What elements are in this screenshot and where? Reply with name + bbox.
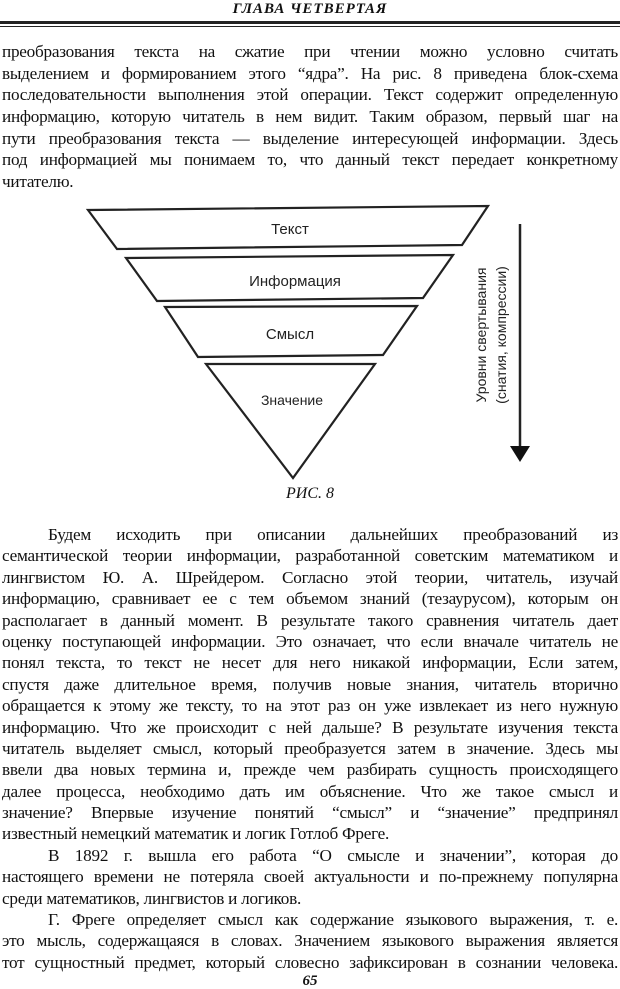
text-line: последовательности выполнения этой опера…: [2, 85, 618, 105]
text-line: тот сущностный предмет, который словесно…: [2, 952, 618, 972]
header-rule-thick: [0, 21, 620, 24]
page-number: 65: [302, 973, 318, 989]
arrow-down-icon: [510, 446, 530, 462]
text-line: преобразования текста на сжатие при чтен…: [2, 42, 618, 61]
text-line: значение? Впервые изучение понятий “смыс…: [2, 803, 618, 823]
text-line: В 1892 г. вышла его работа “О смысле и з…: [48, 845, 618, 865]
arrow-label-2: (снатия, компрессии): [493, 266, 509, 404]
text-line: Будем исходить при описании дальнейших п…: [48, 525, 618, 544]
text-line: спустя даже длительное время, получив но…: [2, 674, 618, 694]
arrow-label-1: Уровни свертывания: [473, 268, 489, 403]
level-label: Значение: [261, 392, 323, 408]
figure-8-pyramid: Текст Информация Смысл Значение Уровни с…: [85, 204, 530, 480]
text-line: понял текста, то текст не несет для него…: [2, 653, 618, 673]
level-label: Смысл: [266, 326, 314, 343]
text-line: обращается к этому же тексту, то на этот…: [2, 696, 618, 716]
level-label: Информация: [249, 273, 341, 290]
text-line: Г. Фреге определяет смысл как содержание…: [48, 910, 618, 930]
text-line: известный немецкий математик и логик Гот…: [2, 824, 390, 844]
text-line: это мысль, содержащаяся в словах. Значен…: [2, 931, 618, 951]
text-line: располагает в данный момент. В результат…: [2, 610, 618, 630]
header-rule-thin: [0, 26, 620, 27]
text-line: ввели два новых термина и, прежде чем ра…: [2, 760, 618, 780]
text-line: информацию. Что же происходит с ней даль…: [2, 717, 618, 737]
text-line: семантической теории информации, разрабо…: [2, 546, 618, 566]
level-label: Текст: [271, 221, 309, 238]
level-tekst-shape: [85, 204, 491, 251]
figure-caption: РИС. 8: [286, 485, 334, 502]
text-line: среди математиков, лингвистов и логиков.: [2, 888, 302, 908]
text-line: пути преобразования текста — выделение и…: [2, 128, 618, 148]
text-line: далее процесса, необходимо дать им объяс…: [2, 781, 618, 801]
body-text: Будем исходить при описании дальнейших п…: [2, 524, 618, 973]
level-smysl-shape: [162, 304, 420, 359]
text-line: информацию, которую читатель в нем видит…: [2, 107, 618, 127]
text-line: настоящего времени не потеряла своей акт…: [2, 867, 618, 887]
text-line: читателю.: [2, 172, 74, 192]
text-line: оценку поступающей информации. Это означ…: [2, 631, 618, 651]
text-line: под информацией мы понимаем то, что данн…: [2, 150, 618, 170]
level-znachenie-shape: [203, 362, 378, 480]
text-line: выделением и формированием этого “ядра”.…: [2, 63, 618, 83]
paragraph-intro: преобразования текста на сжатие при чтен…: [2, 41, 618, 193]
text-line: информацию, сравнивает ее с тем объемом …: [2, 589, 618, 609]
text-line: лингвистом Ю. А. Шрейдером. Согласно это…: [2, 567, 618, 587]
text-line: читатель выделяет смысл, который преобра…: [2, 738, 618, 758]
running-header: ГЛАВА ЧЕТВЕРТАЯ: [232, 1, 388, 17]
level-informatsiya-shape: [123, 253, 456, 303]
